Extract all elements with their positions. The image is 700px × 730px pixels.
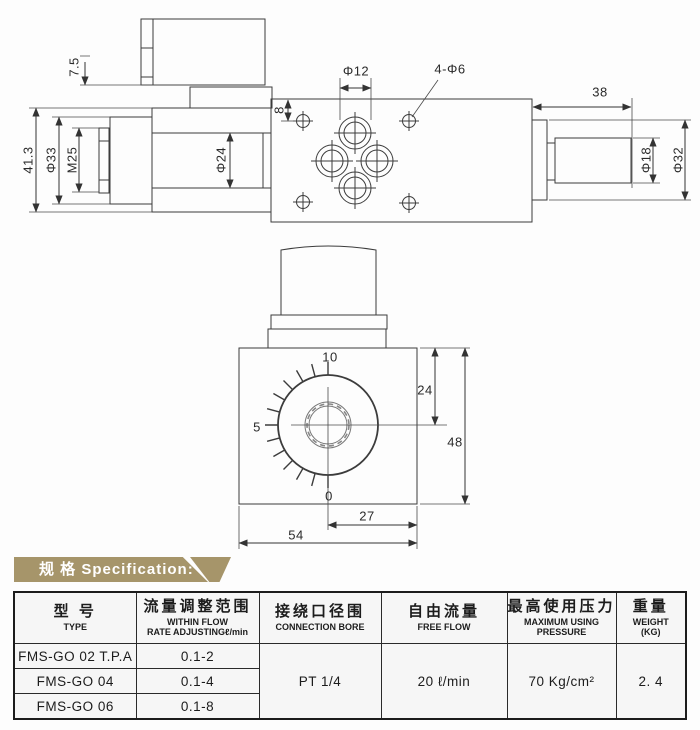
adjust-knob xyxy=(280,245,377,315)
cell-range-1: 0.1-4 xyxy=(135,668,260,694)
col-header-connection-bore-en: CONNECTION BORE xyxy=(275,621,365,632)
col-header-max-pressure-en: MAXIMUM USING PRESSURE xyxy=(524,616,599,638)
cell-type-0: FMS-GO 02 T.P.A xyxy=(13,643,137,669)
col-header-type-zh: 型 号 xyxy=(53,603,97,621)
dial-label-0: 0 xyxy=(325,488,333,504)
dial-label-5: 5 xyxy=(253,419,261,435)
section-banner-label: 规 格 Specification: xyxy=(39,561,194,578)
connector-base xyxy=(189,86,273,109)
dial-ticks xyxy=(265,362,329,488)
dial-label-10: 10 xyxy=(322,349,338,365)
dim-label-d18: Φ18 xyxy=(638,146,654,174)
cell-range-0: 0.1-2 xyxy=(135,643,260,669)
col-header-connection-bore-zh: 接绕口径围 xyxy=(274,603,365,621)
dim-label-27: 27 xyxy=(359,508,375,524)
mounting-holes xyxy=(293,111,419,213)
col-header-type-en: TYPE xyxy=(63,621,87,632)
connector-outline xyxy=(140,18,266,86)
col-header-flow-range-zh: 流量调整范围 xyxy=(143,597,252,615)
dim-label-d12: Φ12 xyxy=(342,63,370,79)
col-header-free-flow-zh: 自由流量 xyxy=(407,603,480,621)
table-row: FMS-GO 02 T.P.A 0.1-2 PT 1/4 20 ℓ/min 70… xyxy=(13,643,687,720)
table-row: FMS-GO 04 0.1-4 xyxy=(13,668,686,694)
col-header-connection-bore: 接绕口径围 CONNECTION BORE xyxy=(258,591,382,644)
col-header-type: 型 号 TYPE xyxy=(13,591,137,644)
col-header-max-pressure-zh: 最高使用压力 xyxy=(507,597,616,615)
dim-label-38: 38 xyxy=(592,84,608,100)
dim-label-48: 48 xyxy=(447,434,463,450)
outlet-cylinder xyxy=(554,137,632,184)
cell-type-2: FMS-GO 06 xyxy=(13,693,137,720)
dim-label-d32: Φ32 xyxy=(670,146,686,174)
dim-label-8: 8 xyxy=(271,106,287,114)
dim-label-54: 54 xyxy=(288,527,304,543)
col-header-flow-range-en: WITHIN FLOW RATE ADJUSTINGℓ/min xyxy=(147,616,248,638)
manifold-block xyxy=(270,98,533,223)
technical-drawing xyxy=(29,18,691,549)
col-header-flow-range: 流量调整范围 WITHIN FLOW RATE ADJUSTINGℓ/min xyxy=(135,591,260,644)
cell-type-1: FMS-GO 04 xyxy=(13,668,137,694)
dim-label-d33: Φ33 xyxy=(43,146,59,174)
section-banner: 规 格 Specification: xyxy=(14,557,208,582)
cell-free-flow: 20 ℓ/min xyxy=(380,643,508,720)
ports xyxy=(311,112,398,209)
col-header-free-flow-en: FREE FLOW xyxy=(417,621,471,632)
cell-max-pressure: 70 Kg/cm² xyxy=(506,643,617,720)
dim-label-7-5: 7.5 xyxy=(66,57,82,77)
col-header-free-flow: 自由流量 FREE FLOW xyxy=(380,591,508,644)
col-header-weight-en: WEIGHT (KG) xyxy=(632,616,669,638)
cell-range-2: 0.1-8 xyxy=(135,693,260,720)
cell-connection-bore: PT 1/4 xyxy=(258,643,382,720)
dim-label-m25: M25 xyxy=(64,146,80,174)
dim-label-24: 24 xyxy=(417,382,433,398)
solenoid-body xyxy=(151,107,272,213)
col-header-weight-zh: 重量 xyxy=(632,597,669,615)
cell-weight: 2. 4 xyxy=(615,643,687,720)
dim-label-41-3: 41.3 xyxy=(20,146,36,174)
dim-label-d24: Φ24 xyxy=(213,146,229,174)
table-row: FMS-GO 06 0.1-8 xyxy=(13,693,686,720)
specification-table: 型 号 TYPE 流量调整范围 WITHIN FLOW RATE ADJUSTI… xyxy=(13,591,687,720)
col-header-weight: 重量 WEIGHT (KG) xyxy=(615,591,687,644)
table-header-row: 型 号 TYPE 流量调整范围 WITHIN FLOW RATE ADJUSTI… xyxy=(13,591,687,644)
col-header-max-pressure: 最高使用压力 MAXIMUM USING PRESSURE xyxy=(506,591,617,644)
dim-label-4-d6: 4-Φ6 xyxy=(434,61,466,77)
